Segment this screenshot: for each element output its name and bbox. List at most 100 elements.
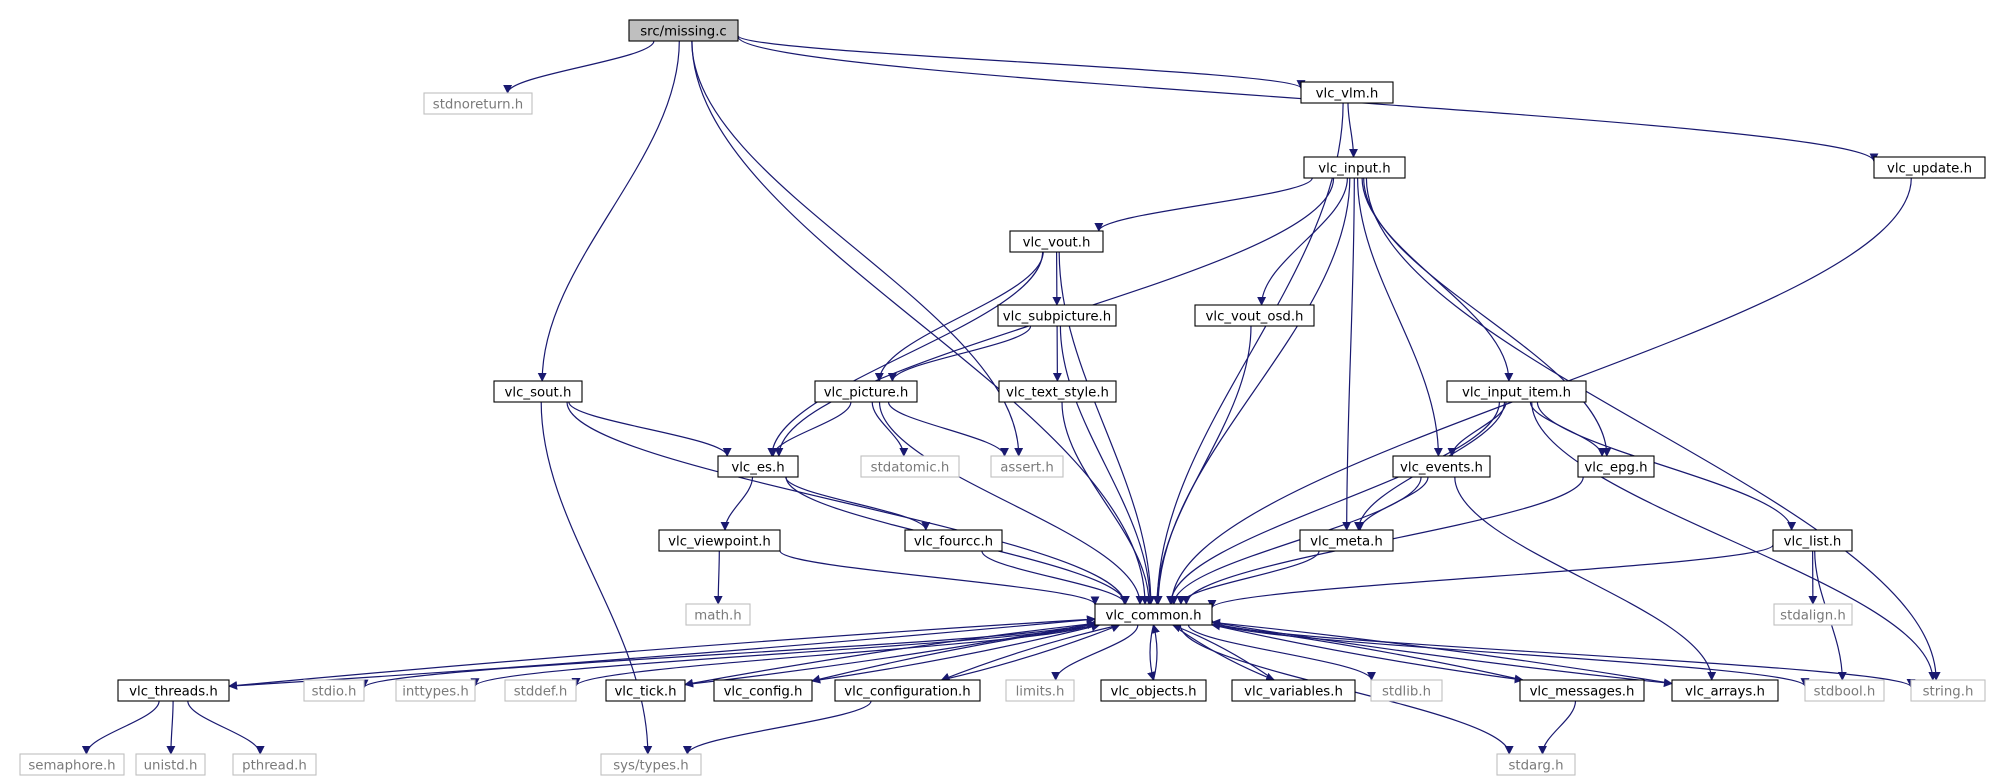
node-box xyxy=(1094,603,1213,626)
edge-vlc_text_style-to-vlc_common xyxy=(1061,401,1154,605)
node-box xyxy=(1005,679,1075,702)
node-vlc-viewpoint[interactable]: vlc_viewpoint.h xyxy=(658,529,781,552)
node-label: vlc_variables.h xyxy=(1244,685,1343,700)
node-vlc-update[interactable]: vlc_update.h xyxy=(1873,156,1986,179)
node-vlc-input-item[interactable]: vlc_input_item.h xyxy=(1446,380,1587,403)
node-box xyxy=(493,380,583,403)
edge-vlc_input-to-vlc_epg xyxy=(1363,177,1612,457)
node-vlc-threads[interactable]: vlc_threads.h xyxy=(117,679,230,702)
node-vlc-es[interactable]: vlc_es.h xyxy=(717,455,799,478)
node-vlc-tick[interactable]: vlc_tick.h xyxy=(605,679,686,702)
node-box xyxy=(1009,230,1104,253)
edge-vlc_es-to-vlc_fourcc xyxy=(785,476,931,531)
node-box xyxy=(232,753,317,776)
node-vlc-vout[interactable]: vlc_vout.h xyxy=(1009,230,1104,253)
node-label: vlc_epg.h xyxy=(1584,461,1647,476)
node-vlc-picture[interactable]: vlc_picture.h xyxy=(814,380,918,403)
node-vlc-input[interactable]: vlc_input.h xyxy=(1303,156,1406,179)
node-label: vlc_configuration.h xyxy=(844,685,970,700)
node-label: vlc_common.h xyxy=(1105,609,1201,624)
node-stdatomic: stdatomic.h xyxy=(860,455,960,478)
edge-vlc_common-to-stdlib xyxy=(1187,624,1376,681)
edge-vlc_es-to-vlc_viewpoint xyxy=(720,476,754,531)
node-label: vlc_list.h xyxy=(1784,535,1842,550)
node-label: stdnoreturn.h xyxy=(433,98,523,113)
edge-vlc_common-to-vlc_config xyxy=(811,624,1100,684)
node-box xyxy=(904,529,1003,552)
node-label: vlc_input.h xyxy=(1318,162,1390,177)
edges-layer xyxy=(81,35,1941,755)
node-vlc-subpicture[interactable]: vlc_subpicture.h xyxy=(997,304,1117,327)
node-vlc-fourcc[interactable]: vlc_fourcc.h xyxy=(904,529,1003,552)
node-label: vlc_vout_osd.h xyxy=(1206,310,1304,325)
edge-vlc_sout-to-vlc_common xyxy=(566,401,1129,605)
edge-vlc_messages-to-vlc_common xyxy=(1211,621,1523,681)
node-box xyxy=(1773,603,1853,626)
node-label: vlc_config.h xyxy=(724,685,803,700)
node-label: vlc_es.h xyxy=(731,461,784,476)
node-label: stdalign.h xyxy=(1780,609,1846,624)
node-box xyxy=(1299,529,1394,552)
edge-vlc_fourcc-to-vlc_common xyxy=(981,550,1130,605)
edge-vlc_config-to-vlc_common xyxy=(811,622,1101,682)
node-vlc-configuration[interactable]: vlc_configuration.h xyxy=(834,679,981,702)
node-box xyxy=(1772,529,1853,552)
edge-vlc_vout-to-vlc_common xyxy=(1058,251,1156,605)
edge-vlc_arrays-to-vlc_common xyxy=(1211,618,1673,685)
node-box xyxy=(713,679,813,702)
node-box xyxy=(834,679,981,702)
node-vlc-vlm[interactable]: vlc_vlm.h xyxy=(1300,81,1394,104)
edge-vlc_common-to-stdbool xyxy=(1211,620,1810,688)
node-box xyxy=(395,679,476,702)
node-vlc-messages[interactable]: vlc_messages.h xyxy=(1519,679,1645,702)
node-vlc-meta[interactable]: vlc_meta.h xyxy=(1299,529,1394,552)
node-vlc-variables[interactable]: vlc_variables.h xyxy=(1231,679,1356,702)
node-vlc-vout-osd[interactable]: vlc_vout_osd.h xyxy=(1194,304,1315,327)
edge-vlc_common-to-vlc_objects xyxy=(1147,624,1156,681)
edge-vlc_picture-to-stdatomic xyxy=(871,401,909,457)
node-stdalign: stdalign.h xyxy=(1773,603,1853,626)
edge-vlc_input_item-to-string xyxy=(1531,401,1938,681)
node-label: src/missing.c xyxy=(640,25,727,40)
edge-vlc_threads-to-vlc_common xyxy=(228,615,1096,687)
edge-vlc_common-to-vlc_variables xyxy=(1172,624,1276,682)
node-vlc-sout[interactable]: vlc_sout.h xyxy=(493,380,583,403)
edge-root-to-stdnoreturn xyxy=(503,40,655,94)
node-box xyxy=(997,304,1117,327)
node-label: vlc_sout.h xyxy=(505,386,572,401)
node-stdbool: stdbool.h xyxy=(1804,679,1885,702)
node-unistd: unistd.h xyxy=(135,753,206,776)
node-vlc-objects[interactable]: vlc_objects.h xyxy=(1100,679,1207,702)
node-box xyxy=(1577,455,1655,478)
node-label: assert.h xyxy=(1000,461,1054,476)
node-label: math.h xyxy=(694,609,741,624)
node-stdnoreturn: stdnoreturn.h xyxy=(423,92,533,115)
node-box xyxy=(717,455,799,478)
node-label: semaphore.h xyxy=(28,759,115,774)
node-label: vlc_messages.h xyxy=(1530,685,1635,700)
node-vlc-epg[interactable]: vlc_epg.h xyxy=(1577,455,1655,478)
node-vlc-text-style[interactable]: vlc_text_style.h xyxy=(998,380,1117,403)
node-root[interactable]: src/missing.c xyxy=(628,19,739,42)
node-vlc-events[interactable]: vlc_events.h xyxy=(1392,455,1491,478)
node-box xyxy=(1303,156,1406,179)
edge-root-to-vlc_sout xyxy=(537,40,680,382)
node-box xyxy=(135,753,206,776)
node-label: vlc_meta.h xyxy=(1310,535,1383,550)
edge-vlc_common-to-stddef xyxy=(571,621,1096,687)
node-vlc-common[interactable]: vlc_common.h xyxy=(1094,603,1213,626)
edge-vlc_common-to-vlc_tick xyxy=(684,622,1096,688)
edge-vlc_tick-to-vlc_common xyxy=(684,620,1096,686)
node-box xyxy=(1370,679,1443,702)
edge-vlc_common-to-stdio xyxy=(359,619,1096,689)
edge-vlc_sout-to-vlc_es xyxy=(568,401,732,457)
node-box xyxy=(860,455,960,478)
node-box xyxy=(1194,304,1315,327)
node-vlc-config[interactable]: vlc_config.h xyxy=(713,679,813,702)
node-label: vlc_update.h xyxy=(1887,162,1972,177)
node-vlc-list[interactable]: vlc_list.h xyxy=(1772,529,1853,552)
node-label: string.h xyxy=(1923,685,1974,700)
node-vlc-arrays[interactable]: vlc_arrays.h xyxy=(1671,679,1779,702)
node-box xyxy=(628,19,739,42)
node-box xyxy=(685,603,751,626)
